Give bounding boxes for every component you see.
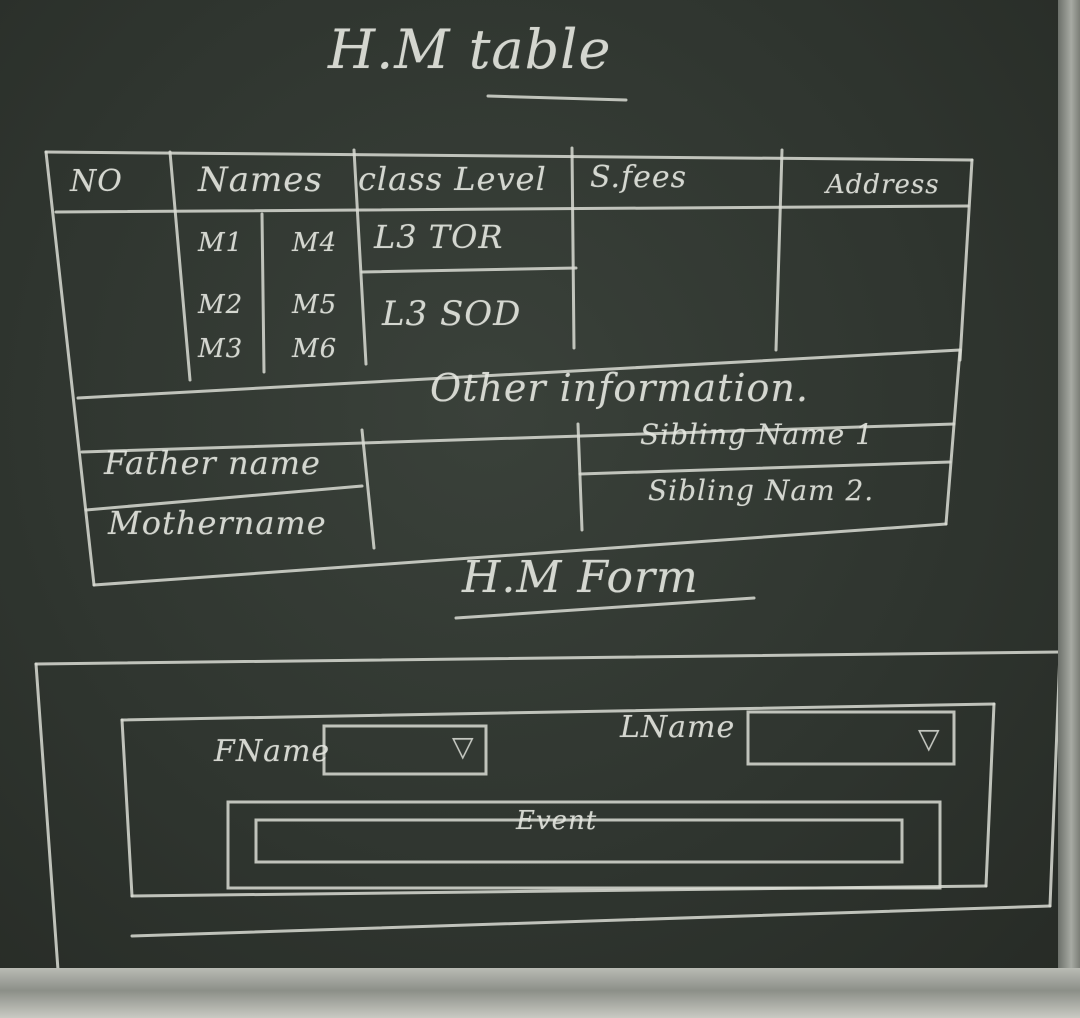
- event-label: Event: [516, 806, 598, 836]
- other-info-top: [76, 348, 962, 400]
- col-divider-fees-address: [774, 148, 784, 352]
- chevron-down-icon: ▽: [452, 730, 475, 763]
- sibling-col-divider: [576, 422, 584, 532]
- names-m4: M4: [292, 228, 338, 258]
- header-address: Address: [826, 170, 940, 200]
- form-bottom-border: [130, 904, 1052, 938]
- fname-dropdown-box: [322, 724, 488, 776]
- parent-row-divider: [84, 484, 364, 512]
- table-top-border: [44, 150, 974, 162]
- names-subdivider: [260, 212, 266, 374]
- chalk-rail: [0, 968, 1080, 1018]
- lname-label: LName: [620, 710, 736, 745]
- panel-top: [120, 702, 996, 722]
- board-frame-right: [1058, 0, 1080, 968]
- father-name-label: Father name: [104, 444, 321, 482]
- header-names: Names: [198, 160, 323, 200]
- other-information-label: Other information.: [430, 366, 809, 410]
- col-divider-class-fees: [570, 146, 576, 350]
- names-m1: M1: [198, 228, 244, 258]
- col-divider-no-names: [168, 150, 192, 382]
- table-right-border: [958, 158, 974, 362]
- class-row-divider: [360, 266, 578, 274]
- lname-dropdown[interactable]: ▽: [750, 714, 952, 762]
- form-top-border: [34, 650, 1062, 666]
- header-s-fees: S.fees: [590, 160, 688, 195]
- lname-dropdown-box: [746, 710, 956, 766]
- names-m5: M5: [292, 290, 338, 320]
- sibling-name-1-label: Sibling Name 1: [640, 418, 874, 451]
- mother-name-label: Mothername: [108, 504, 327, 542]
- names-m6: M6: [292, 334, 338, 364]
- table-bottom-border: [92, 522, 948, 587]
- sibling-name-2-label: Sibling Nam 2.: [648, 474, 875, 507]
- class-level-sod: L3 SOD: [382, 294, 522, 334]
- event-outer-box: [226, 800, 942, 890]
- table-title: H.M table: [328, 18, 612, 81]
- table-header-bottom: [54, 204, 970, 214]
- header-class-level: class Level: [358, 160, 547, 198]
- fname-dropdown[interactable]: ▽: [326, 728, 484, 772]
- panel-left: [120, 718, 134, 898]
- sibling-row-divider: [578, 460, 952, 476]
- panel-right: [984, 702, 996, 888]
- names-m2: M2: [198, 290, 244, 320]
- chevron-down-icon: ▽: [918, 722, 941, 755]
- table-title-underline: [486, 94, 628, 102]
- other-info-bottom: [80, 422, 956, 454]
- class-level-tor: L3 TOR: [374, 218, 504, 256]
- form-title-underline: [454, 596, 756, 620]
- form-left-border: [34, 662, 60, 972]
- names-m3: M3: [198, 334, 244, 364]
- header-no: NO: [70, 164, 123, 199]
- form-title: H.M Form: [462, 552, 699, 603]
- table-left-border: [44, 150, 96, 587]
- other-info-right: [944, 348, 962, 526]
- fname-label: FName: [214, 734, 331, 769]
- event-inner-box: [254, 818, 904, 864]
- col-divider-names-class: [352, 148, 368, 366]
- parent-col-divider: [360, 428, 376, 550]
